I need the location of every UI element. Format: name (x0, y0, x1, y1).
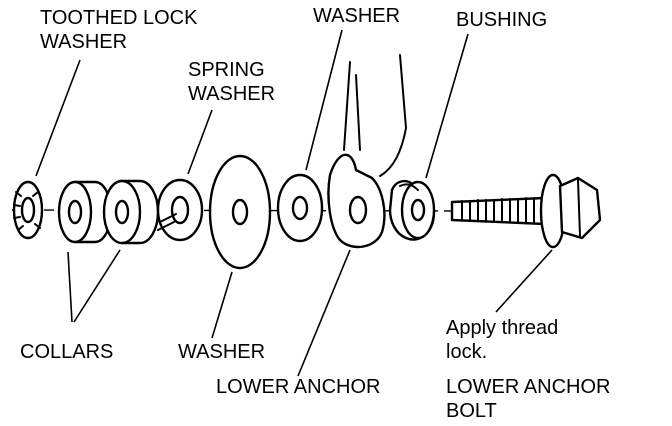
collar-2 (102, 179, 160, 245)
lower-anchor-bolt (450, 173, 602, 249)
bushing (388, 179, 436, 241)
large-washer (208, 154, 272, 270)
label-lower-anchor-bolt-line1: LOWER ANCHOR (446, 376, 610, 398)
label-washer-top: WASHER (313, 5, 400, 27)
label-toothed-lock-washer-line2: WASHER (40, 31, 127, 53)
collar-1 (57, 180, 113, 244)
label-spring-washer-line1: SPRING (188, 59, 265, 81)
label-collars: COLLARS (20, 341, 113, 363)
label-lower-anchor: LOWER ANCHOR (216, 376, 380, 398)
label-washer-bottom: WASHER (178, 341, 265, 363)
label-apply-thread-lock-line1: Apply thread (446, 317, 558, 339)
lower-anchor (327, 54, 408, 249)
label-lower-anchor-bolt-line2: BOLT (446, 400, 497, 422)
label-apply-thread-lock-line2: lock. (446, 341, 487, 363)
spring-washer (156, 178, 204, 242)
toothed-lock-washer (12, 180, 44, 240)
label-bushing: BUSHING (456, 9, 547, 31)
small-washer (276, 173, 324, 243)
label-toothed-lock-washer-line1: TOOTHED LOCK (40, 7, 198, 29)
leader-lines (35, 29, 553, 377)
label-spring-washer-line2: WASHER (188, 83, 275, 105)
